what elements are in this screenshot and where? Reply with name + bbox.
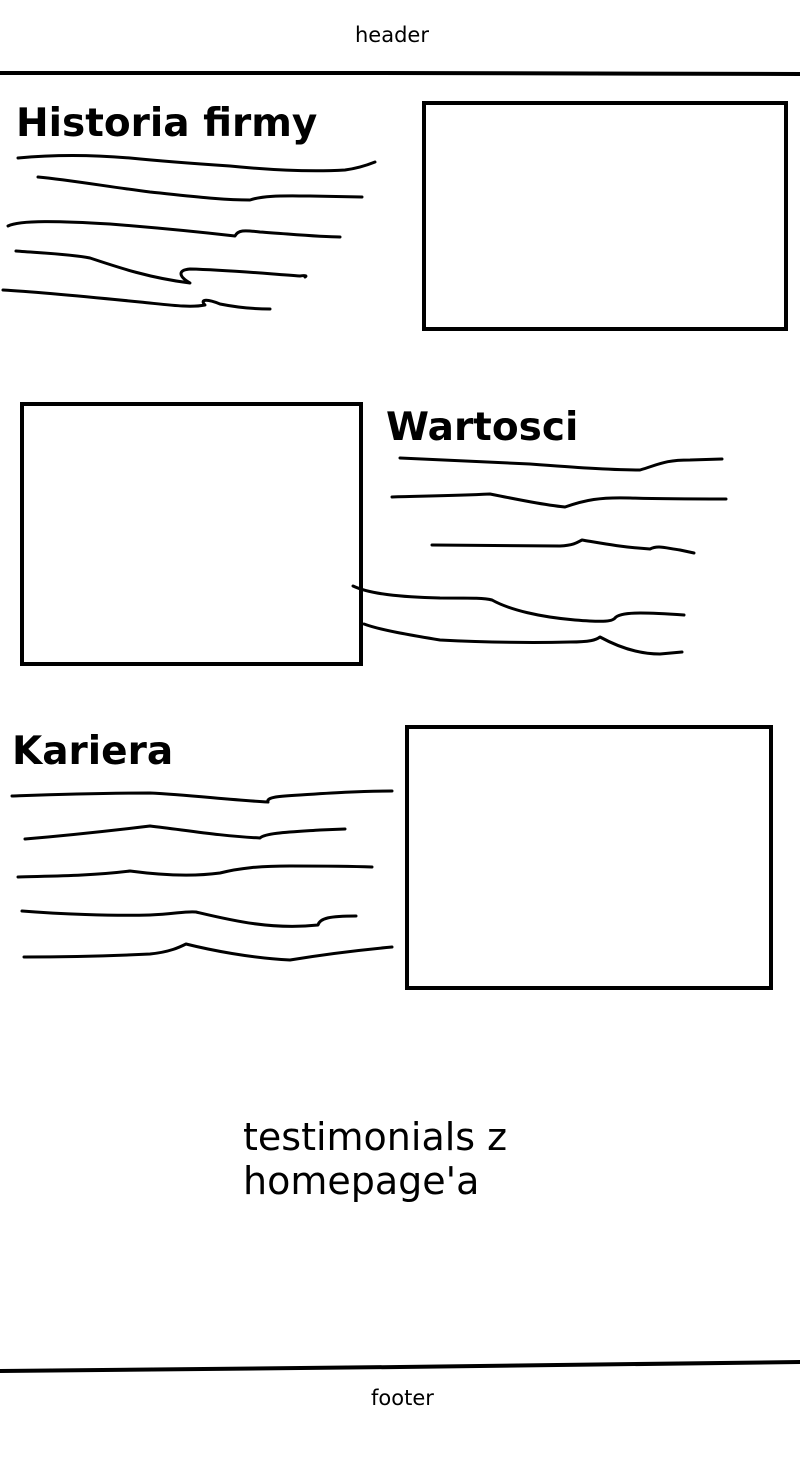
header-divider bbox=[0, 71, 800, 76]
footer-label: footer bbox=[371, 1386, 434, 1410]
text-placeholder-kariera bbox=[10, 789, 394, 962]
image-placeholder-wartosci bbox=[20, 402, 363, 666]
section-title-kariera: Kariera bbox=[12, 729, 174, 774]
image-placeholder-historia bbox=[422, 101, 788, 331]
section-title-wartosci: Wartosci bbox=[386, 405, 579, 450]
header-label: header bbox=[355, 23, 429, 47]
testimonials-note: testimonials z homepage'a bbox=[243, 1115, 508, 1203]
section-title-historia: Historia firmy bbox=[16, 101, 318, 146]
image-placeholder-kariera bbox=[405, 725, 773, 990]
footer-divider bbox=[0, 1360, 800, 1373]
text-placeholder-historia bbox=[1, 153, 377, 311]
text-placeholder-wartosci bbox=[351, 456, 728, 656]
